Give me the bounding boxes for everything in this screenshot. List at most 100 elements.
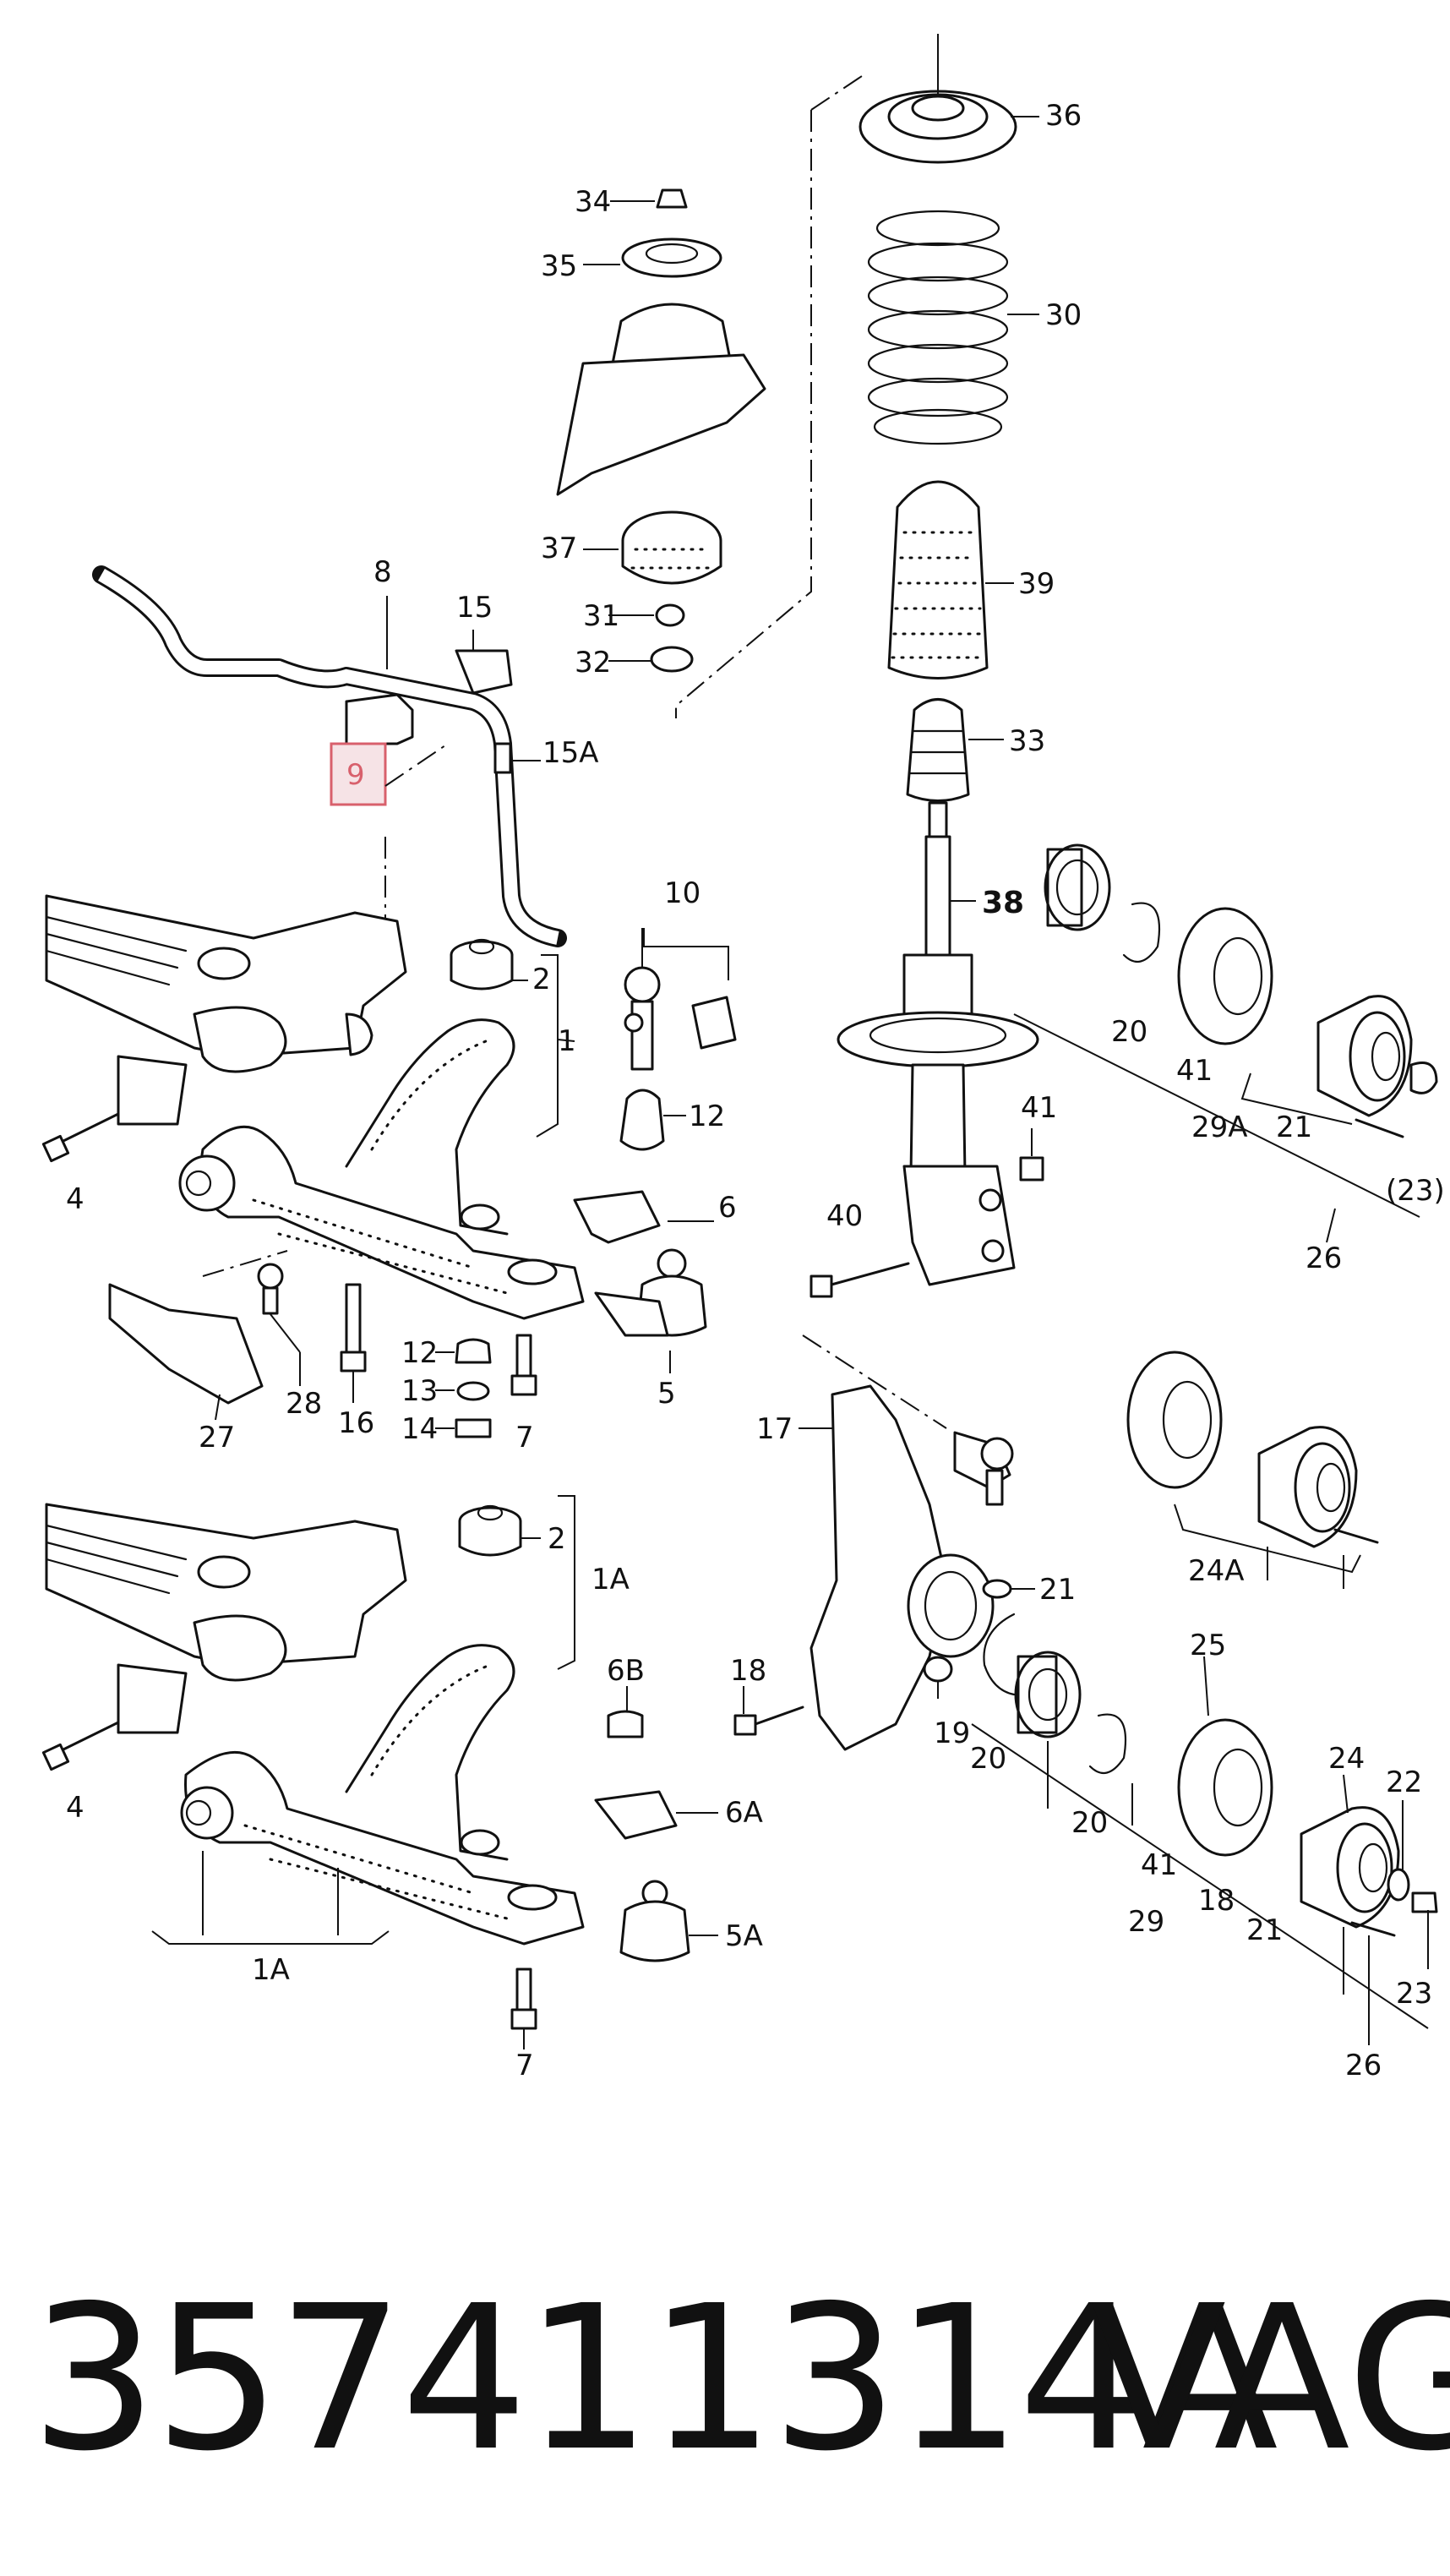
label-26-upper: 26: [1306, 1242, 1342, 1275]
label-2-upper: 2: [532, 963, 551, 996]
label-32: 32: [575, 646, 611, 679]
label-6: 6: [718, 1191, 737, 1225]
label-20-mid: 20: [970, 1742, 1006, 1776]
label-18-hub: 18: [1198, 1884, 1235, 1918]
group-29-lines: [971, 1723, 1429, 2029]
label-35: 35: [541, 249, 577, 283]
label-33: 33: [1009, 724, 1045, 758]
label-12-right: 12: [689, 1100, 725, 1133]
label-37: 37: [541, 532, 577, 565]
bolt-40: [809, 1262, 910, 1298]
label-30: 30: [1045, 298, 1082, 332]
hardware-12-13-14: [435, 1338, 492, 1438]
label-26-lower: 26: [1345, 2049, 1382, 2082]
bolt-7-lower: [510, 1967, 537, 2049]
label-1A-bottom: 1A: [252, 1953, 290, 1987]
label-5: 5: [657, 1377, 676, 1411]
lead-26-upper: [1326, 1208, 1336, 1243]
label-9: 9: [346, 758, 365, 792]
label-23: 23: [1396, 1977, 1432, 2011]
label-6A: 6A: [725, 1796, 763, 1830]
label-28: 28: [286, 1387, 322, 1421]
label-23-paren: (23): [1386, 1174, 1445, 1208]
label-40: 40: [826, 1199, 863, 1233]
label-19: 19: [934, 1716, 970, 1750]
balljoint-5-6: [573, 1190, 714, 1373]
brand-name: VAG: [1090, 2262, 1450, 2495]
label-7-lower: 7: [515, 2049, 534, 2082]
label-16: 16: [338, 1406, 374, 1440]
label-12-left: 12: [401, 1336, 438, 1370]
stabilizer-bar-8: [92, 565, 567, 947]
label-39: 39: [1018, 567, 1055, 601]
label-24A: 24A: [1188, 1554, 1245, 1588]
bracket-1A: [557, 1495, 575, 1670]
label-31: 31: [583, 599, 619, 633]
bush-2-upper: [450, 938, 528, 991]
coil-spring-30: [867, 210, 1039, 445]
subframe-upper: [45, 894, 407, 1126]
label-8: 8: [373, 555, 392, 589]
wheel-bearing-41-upper: [1044, 843, 1161, 963]
stabilizer-link-10: [619, 928, 737, 1151]
lead-25: [1203, 1656, 1209, 1716]
label-41-lower: 41: [1141, 1848, 1177, 1882]
abs-ring-and-hub-upper: [1177, 907, 1438, 1138]
label-20-upper: 20: [1111, 1015, 1147, 1049]
label-21-lower: 21: [1246, 1913, 1283, 1947]
shock-absorber-38: [837, 801, 1039, 1286]
abs-ring-hub-24A: [1126, 1351, 1379, 1589]
label-18-knuckle: 18: [730, 1654, 766, 1688]
bump-stop-33: [906, 698, 1004, 802]
part-number-footer: 357411314A VAG: [0, 2240, 1450, 2519]
label-29: 29: [1128, 1905, 1164, 1939]
label-24: 24: [1328, 1742, 1365, 1776]
control-arm-1: [178, 1018, 585, 1320]
label-41-strut: 41: [1021, 1091, 1057, 1125]
label-4-lower: 4: [66, 1791, 84, 1825]
balljoint-5A-6A-6B: [594, 1686, 718, 1962]
suspension-exploded-diagram: 36 34 35 30 37 39 8 1 5 31 32 33 15A 9 10…: [41, 34, 1445, 2082]
bolt-7-upper: [510, 1334, 537, 1396]
label-36: 36: [1045, 99, 1082, 133]
label-38: 38: [982, 886, 1024, 920]
label-21-knuckle: 21: [1039, 1573, 1076, 1607]
label-4-upper: 4: [66, 1182, 84, 1216]
shield-line: [202, 1250, 288, 1277]
bolt-4-upper: [41, 1112, 120, 1163]
label-15A: 15A: [542, 736, 599, 770]
label-1A-right: 1A: [591, 1563, 630, 1596]
bolt-16: [340, 1283, 367, 1403]
clip-28: [257, 1263, 301, 1386]
label-20-lower: 20: [1071, 1806, 1108, 1840]
bolt-4-lower: [41, 1721, 120, 1771]
bolt-18-knuckle: [733, 1686, 804, 1736]
heat-shield-27: [108, 1283, 264, 1421]
stabilizer-bush-9: [330, 693, 449, 930]
strut-mount-36: [859, 34, 1039, 164]
bush-2-lower: [458, 1504, 541, 1557]
group-29A-lines: [1013, 1013, 1420, 1218]
label-7-upper: 7: [515, 1421, 534, 1454]
lead-24: [1343, 1774, 1349, 1814]
bracket-1A-leads: [202, 1851, 339, 1935]
label-41-upper: 41: [1176, 1054, 1213, 1088]
label-29A: 29A: [1191, 1111, 1248, 1144]
strut-bracket-line: [675, 75, 863, 718]
bearing-and-hub-lower: [923, 1613, 1438, 1937]
label-25: 25: [1190, 1629, 1226, 1662]
label-27: 27: [199, 1421, 235, 1454]
label-10: 10: [664, 876, 700, 910]
control-arm-1A: [180, 1644, 585, 1946]
label-2-lower: 2: [548, 1522, 566, 1556]
nut-41-strut: [1019, 1128, 1044, 1182]
label-6B: 6B: [607, 1654, 645, 1688]
subframe-lower: [45, 1503, 407, 1734]
strut-top-34-35-37: [556, 188, 766, 673]
label-17: 17: [756, 1412, 793, 1446]
label-1: 1: [558, 1024, 576, 1058]
label-13: 13: [401, 1374, 438, 1408]
label-34: 34: [575, 185, 611, 219]
label-14: 14: [401, 1412, 438, 1446]
label-22: 22: [1386, 1766, 1422, 1799]
